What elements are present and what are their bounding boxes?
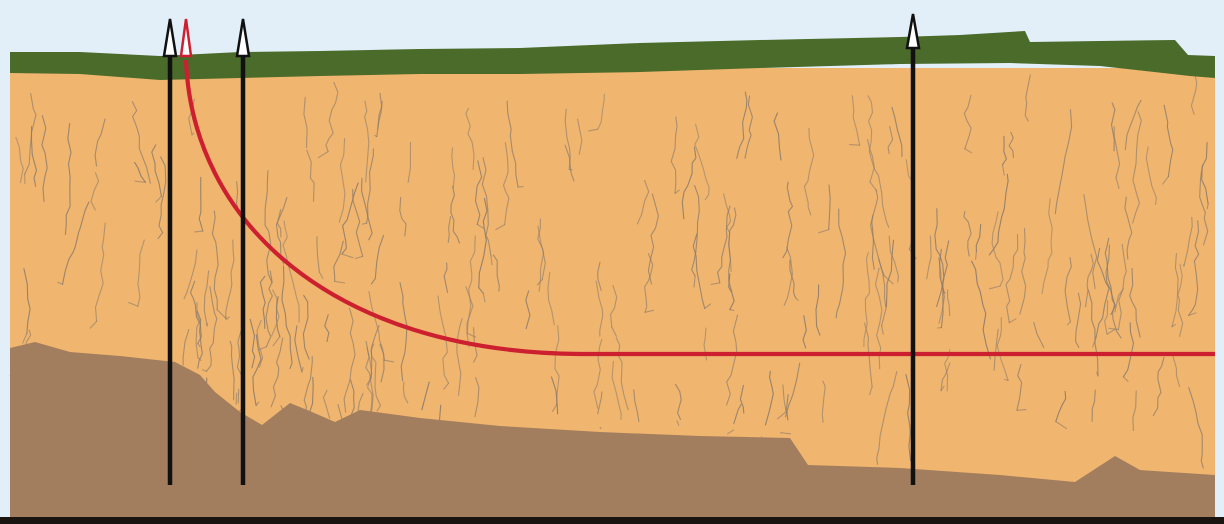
fracture-branch — [944, 293, 945, 294]
fracture-branch — [600, 428, 601, 429]
fracture-branch — [850, 145, 860, 146]
fracture-line — [236, 393, 237, 404]
fracture-line — [238, 389, 239, 403]
fracture-branch — [1183, 265, 1184, 266]
fracture-branch — [730, 310, 734, 311]
fracture-branch — [363, 223, 367, 224]
bottom-boundary-line — [0, 517, 1224, 524]
fracture-branch — [518, 187, 523, 188]
fracture-branch — [1017, 410, 1026, 411]
